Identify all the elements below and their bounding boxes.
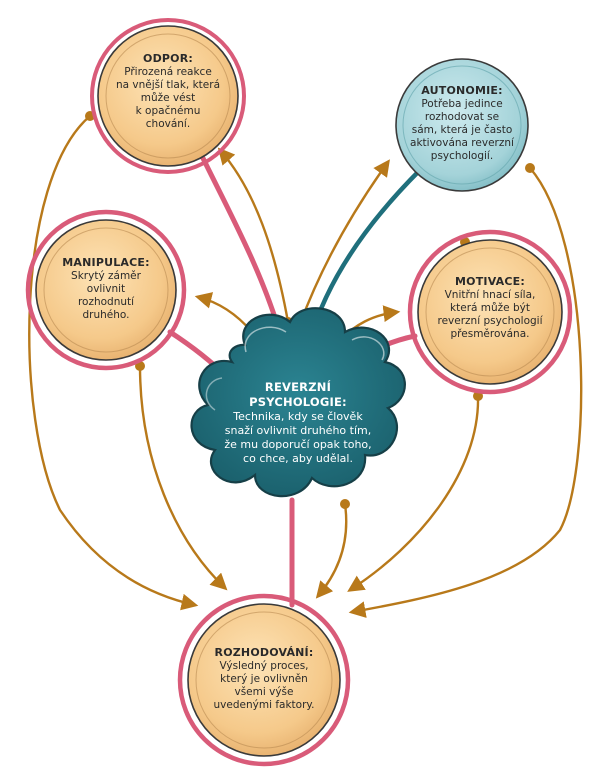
- rozhodovani-line: který je ovlivněn: [220, 673, 308, 685]
- motivace-title: MOTIVACE:: [455, 275, 525, 288]
- odpor-title: ODPOR:: [143, 52, 193, 65]
- odpor-line: na vnější tlak, která: [115, 79, 221, 91]
- autonomie-line: psychologií.: [430, 150, 494, 162]
- center-cloud: [190, 307, 406, 498]
- arrow-center-to-rozhodovani: [315, 502, 348, 599]
- autonomie-line: aktivována reverzní: [410, 137, 514, 149]
- autonomie-line: Potřeba jedince: [421, 98, 503, 110]
- rozhodovani-line: uvedenými faktory.: [213, 699, 315, 711]
- manipulace-text: MANIPULACE: Skrytý záměr ovlivnit rozhod…: [46, 256, 166, 322]
- rozhodovani-title: ROZHODOVÁNÍ:: [214, 646, 314, 659]
- center-title: PSYCHOLOGIE:: [249, 395, 347, 409]
- motivace-line: reverzní psychologií: [437, 315, 543, 327]
- manipulace-line: druhého.: [82, 309, 130, 321]
- node-manipulace-circle: [25, 209, 187, 371]
- node-rozhodovani-circle: [177, 593, 351, 767]
- odpor-line: k opačnému: [135, 105, 201, 117]
- manipulace-line: Skrytý záměr: [71, 270, 141, 282]
- center-line: Technika, kdy se člověk: [233, 410, 363, 423]
- center-text: REVERZNÍ PSYCHOLOGIE: Technika, kdy se č…: [208, 380, 388, 466]
- node-motivace-circle: [407, 229, 573, 395]
- arrow-motivace-to-rozhodovani: [347, 394, 480, 592]
- motivace-text: MOTIVACE: Vnitřní hnací síla, která může…: [420, 275, 560, 341]
- rozhodovani-line: Výsledný proces,: [219, 660, 309, 672]
- arrow-autonomie-to-rozhodovani: [348, 166, 583, 618]
- arrow-center-to-manipulace: [194, 292, 254, 334]
- autonomie-title: AUTONOMIE:: [421, 84, 503, 97]
- center-line: snaží ovlivnit druhého tím,: [224, 424, 372, 437]
- manipulace-title: MANIPULACE:: [62, 256, 150, 269]
- node-autonomie-circle: [395, 58, 529, 192]
- node-odpor-circle: [90, 18, 246, 174]
- arrow-center-to-odpor: [217, 147, 290, 324]
- motivace-line: Vnitřní hnací síla,: [444, 289, 536, 301]
- dot-autonomie: [525, 163, 535, 173]
- odpor-line: chování.: [145, 118, 191, 130]
- arrow-manipulace-to-rozhodovani: [138, 364, 228, 591]
- manipulace-line: rozhodnutí: [77, 296, 135, 308]
- rozhodovani-text: ROZHODOVÁNÍ: Výsledný proces, který je o…: [194, 646, 334, 712]
- autonomie-text: AUTONOMIE: Potřeba jedince rozhodovat se…: [397, 84, 527, 163]
- dot-center-bottom: [340, 499, 350, 509]
- odpor-line: může vést: [140, 92, 196, 104]
- rozhodovani-line: všemi výše: [234, 686, 294, 698]
- manipulace-line: ovlivnit: [86, 283, 126, 295]
- arrows: [28, 114, 583, 618]
- center-line: co chce, aby udělal.: [243, 452, 353, 465]
- center-title: REVERZNÍ: [264, 380, 332, 394]
- arrow-odpor-to-rozhodovani: [28, 114, 199, 611]
- autonomie-line: rozhodovat se: [424, 111, 500, 123]
- center-line: že mu doporučí opak toho,: [224, 438, 372, 451]
- odpor-line: Přirozená reakce: [124, 66, 212, 78]
- motivace-line: přesměrována.: [450, 328, 530, 340]
- motivace-line: která může být: [450, 302, 530, 314]
- autonomie-line: sám, která je často: [411, 124, 513, 136]
- odpor-text: ODPOR: Přirozená reakce na vnější tlak, …: [103, 52, 233, 131]
- arrow-center-to-autonomie: [298, 159, 390, 326]
